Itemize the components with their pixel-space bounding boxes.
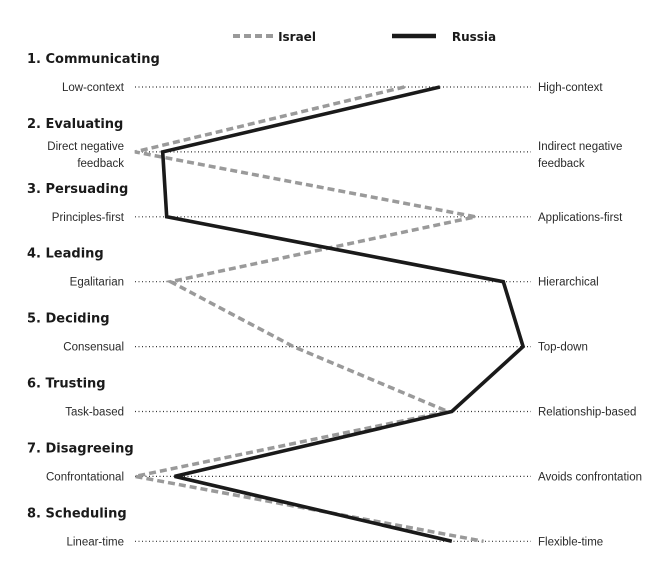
left-pole-label: Egalitarian	[70, 277, 124, 289]
left-pole-label: Confrontational	[46, 471, 124, 483]
right-pole-label: Flexible-time	[538, 536, 603, 548]
dimension-title: 5. Deciding	[27, 312, 110, 327]
left-pole-label: Principles-first	[52, 212, 125, 224]
right-pole-label: Avoids confrontation	[538, 471, 642, 483]
right-pole-label: Relationship-based	[538, 407, 636, 419]
dimension-title: 6. Trusting	[27, 377, 106, 392]
series-line-russia	[160, 85, 526, 544]
dimension-title: 3. Persuading	[27, 182, 128, 197]
left-pole-label: Linear-time	[66, 536, 124, 548]
right-pole-label: feedback	[538, 158, 585, 170]
left-pole-label: Consensual	[63, 342, 124, 354]
dimension-title: 4. Leading	[27, 247, 104, 262]
left-pole-label: Direct negative	[47, 141, 124, 153]
left-pole-label: Low-context	[62, 82, 125, 94]
legend-label-israel: Israel	[278, 30, 316, 44]
dimension-title: 8. Scheduling	[27, 506, 127, 521]
right-pole-label: High-context	[538, 82, 603, 94]
left-pole-label: feedback	[77, 158, 124, 170]
right-pole-label: Top-down	[538, 342, 588, 354]
right-pole-label: Applications-first	[538, 212, 623, 224]
dimension-title: 2. Evaluating	[27, 117, 123, 132]
dimension-title: 1. Communicating	[27, 52, 160, 67]
dimension-title: 7. Disagreeing	[27, 441, 134, 456]
left-pole-label: Task-based	[65, 407, 124, 419]
legend: Israel Russia	[233, 30, 496, 44]
series-lines	[134, 85, 526, 544]
right-pole-label: Hierarchical	[538, 277, 599, 289]
series-line-israel	[134, 85, 484, 544]
right-pole-label: Indirect negative	[538, 141, 622, 153]
legend-label-russia: Russia	[452, 30, 496, 44]
